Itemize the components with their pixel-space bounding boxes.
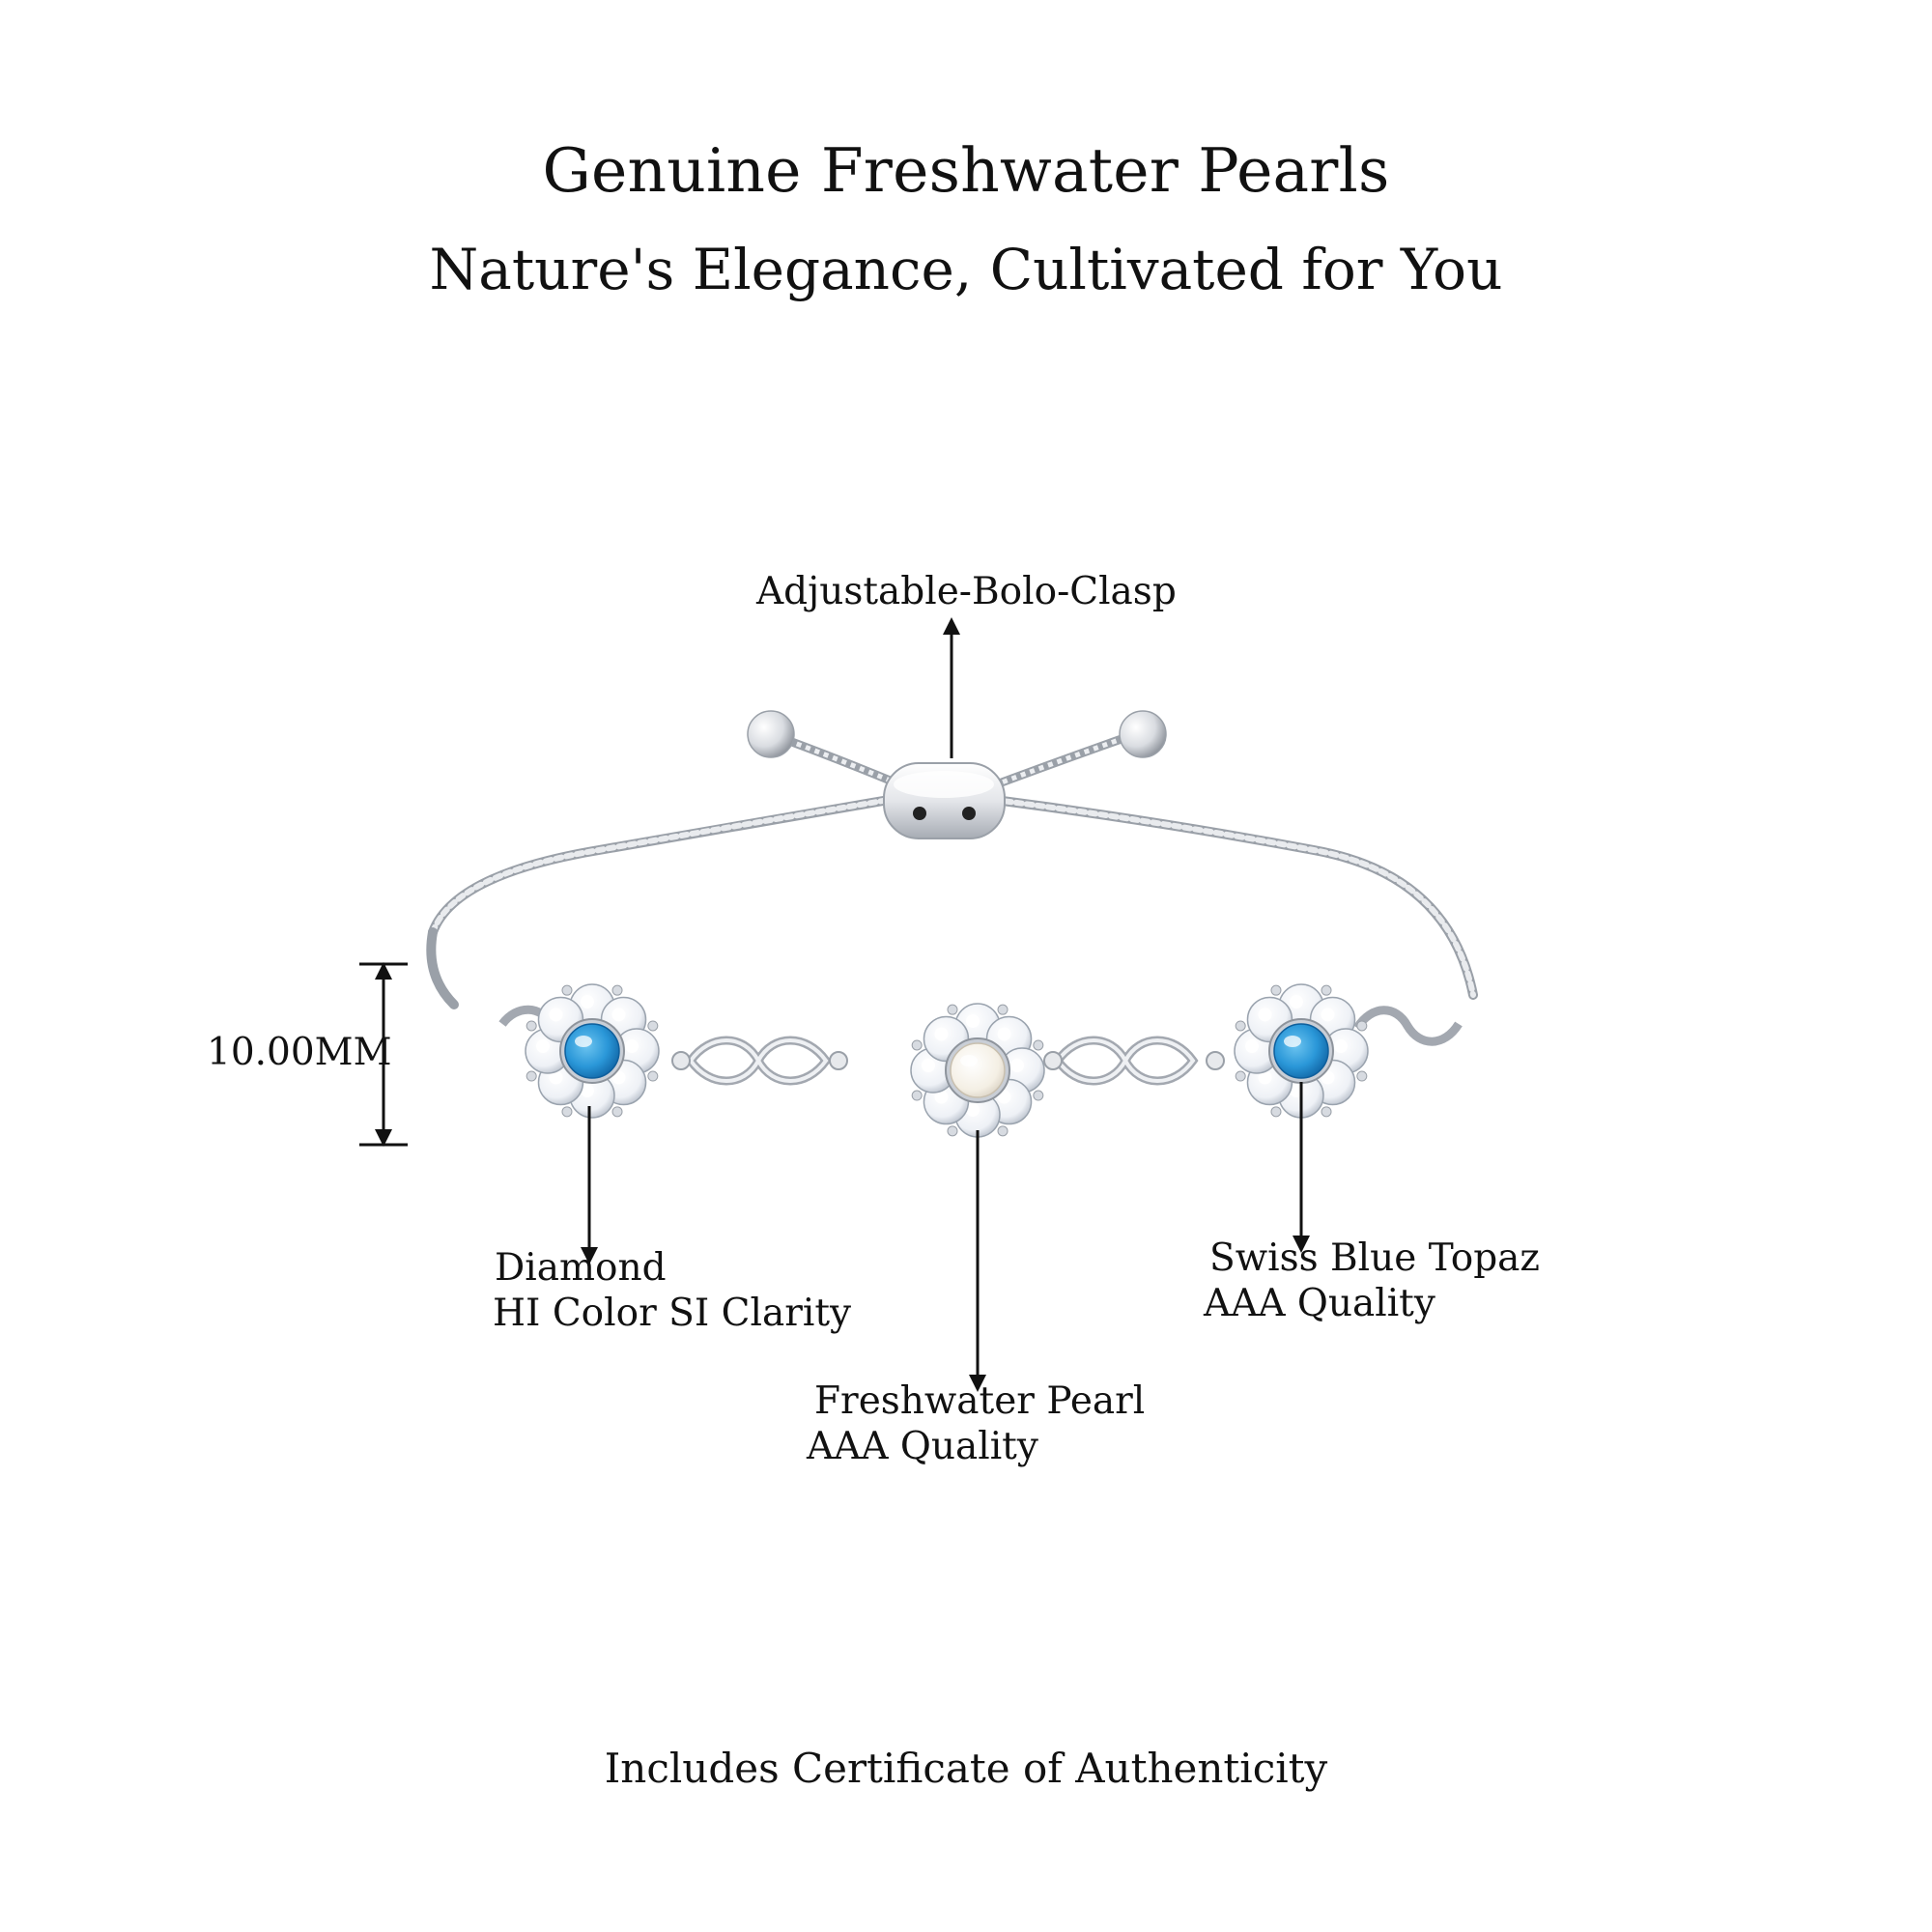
- pearl-stone: [950, 1042, 1006, 1098]
- stone-highlight: [960, 1055, 978, 1066]
- bolo-end-ball-left: [747, 710, 795, 758]
- topaz-flower-left: [525, 983, 660, 1119]
- prong-tip: [1235, 1020, 1246, 1032]
- prong-tip: [1270, 1106, 1282, 1118]
- diamond-facet-highlight: [966, 1103, 980, 1117]
- prong-tip: [526, 1020, 537, 1032]
- topaz-flower-right: [1234, 983, 1369, 1119]
- diamond-facet-highlight: [581, 995, 594, 1009]
- diamond-callout-label: Diamond HI Color SI Clarity: [493, 1246, 852, 1337]
- prong-tip: [647, 1070, 659, 1082]
- prong-tip: [911, 1090, 923, 1101]
- page-title: Genuine Freshwater Pearls: [542, 135, 1390, 206]
- pearl-flower-center: [910, 1003, 1045, 1138]
- pearl-callout-line2: AAA Quality: [807, 1424, 1038, 1468]
- topaz-stone: [1273, 1023, 1329, 1079]
- diamond-facet-highlight: [625, 1039, 639, 1053]
- prong-tip: [526, 1070, 537, 1082]
- prong-tip: [1356, 1020, 1368, 1032]
- diamond-facet-highlight: [966, 1014, 980, 1028]
- diamond-facet-highlight: [1290, 995, 1303, 1009]
- pearl-callout-line1: Freshwater Pearl: [814, 1379, 1146, 1423]
- topaz-callout-label: Swiss Blue Topaz AAA Quality: [1204, 1236, 1540, 1327]
- certificate-note: Includes Certificate of Authenticity: [604, 1745, 1328, 1792]
- prong-tip: [1270, 984, 1282, 996]
- size-dimension-marker: [359, 962, 408, 1147]
- prong-tip: [611, 984, 623, 996]
- topaz-callout-line2: AAA Quality: [1204, 1281, 1435, 1325]
- diamond-facet-highlight: [1258, 1070, 1272, 1085]
- diamond-facet-highlight: [922, 1059, 935, 1072]
- prong-tip: [1033, 1039, 1044, 1051]
- diamond-callout-line2: HI Color SI Clarity: [493, 1291, 852, 1335]
- diamond-facet-highlight: [581, 1084, 594, 1097]
- diamond-facet-highlight: [536, 1039, 550, 1053]
- prong-tip: [611, 1106, 623, 1118]
- prong-tip: [997, 1125, 1009, 1137]
- prong-tip: [1321, 984, 1332, 996]
- diamond-facet-highlight: [934, 1027, 949, 1041]
- pearl-callout-label: Freshwater Pearl AAA Quality: [807, 1379, 1146, 1470]
- prong-tip: [1321, 1106, 1332, 1118]
- prong-tip: [947, 1125, 958, 1137]
- bolo-end-ball-right: [1119, 710, 1167, 758]
- diamond-facet-highlight: [934, 1090, 949, 1104]
- diamond-facet-highlight: [1258, 1008, 1272, 1022]
- prong-tip: [911, 1039, 923, 1051]
- size-callout-label: 10.00MM: [207, 1031, 392, 1074]
- diamond-facet-highlight: [549, 1008, 563, 1022]
- prong-tip: [1356, 1070, 1368, 1082]
- prong-tip: [947, 1004, 958, 1015]
- link-jump-rings: [671, 1051, 1225, 1070]
- diamond-facet-highlight: [1334, 1039, 1348, 1053]
- prong-tip: [1235, 1070, 1246, 1082]
- topaz-stone: [564, 1023, 620, 1079]
- diamond-facet-highlight: [1010, 1059, 1024, 1072]
- clasp-callout-label: Adjustable-Bolo-Clasp: [756, 570, 1177, 613]
- page-subtitle: Nature's Elegance, Cultivated for You: [429, 237, 1503, 302]
- diamond-callout-line1: Diamond: [495, 1246, 667, 1290]
- callout-arrows: [581, 617, 1310, 1392]
- bolo-slider-clasp: [883, 762, 1006, 839]
- diamond-facet-highlight: [1245, 1039, 1259, 1053]
- diamond-facet-highlight: [611, 1008, 626, 1022]
- prong-tip: [647, 1020, 659, 1032]
- topaz-callout-line1: Swiss Blue Topaz: [1209, 1236, 1540, 1280]
- prong-tip: [997, 1004, 1009, 1015]
- stone-highlight: [1284, 1036, 1301, 1047]
- diamond-facet-highlight: [549, 1070, 563, 1085]
- diamond-facet-highlight: [1321, 1008, 1335, 1022]
- diamond-facet-highlight: [997, 1027, 1011, 1041]
- prong-tip: [561, 1106, 573, 1118]
- stone-highlight: [575, 1036, 592, 1047]
- prong-tip: [1033, 1090, 1044, 1101]
- prong-tip: [561, 984, 573, 996]
